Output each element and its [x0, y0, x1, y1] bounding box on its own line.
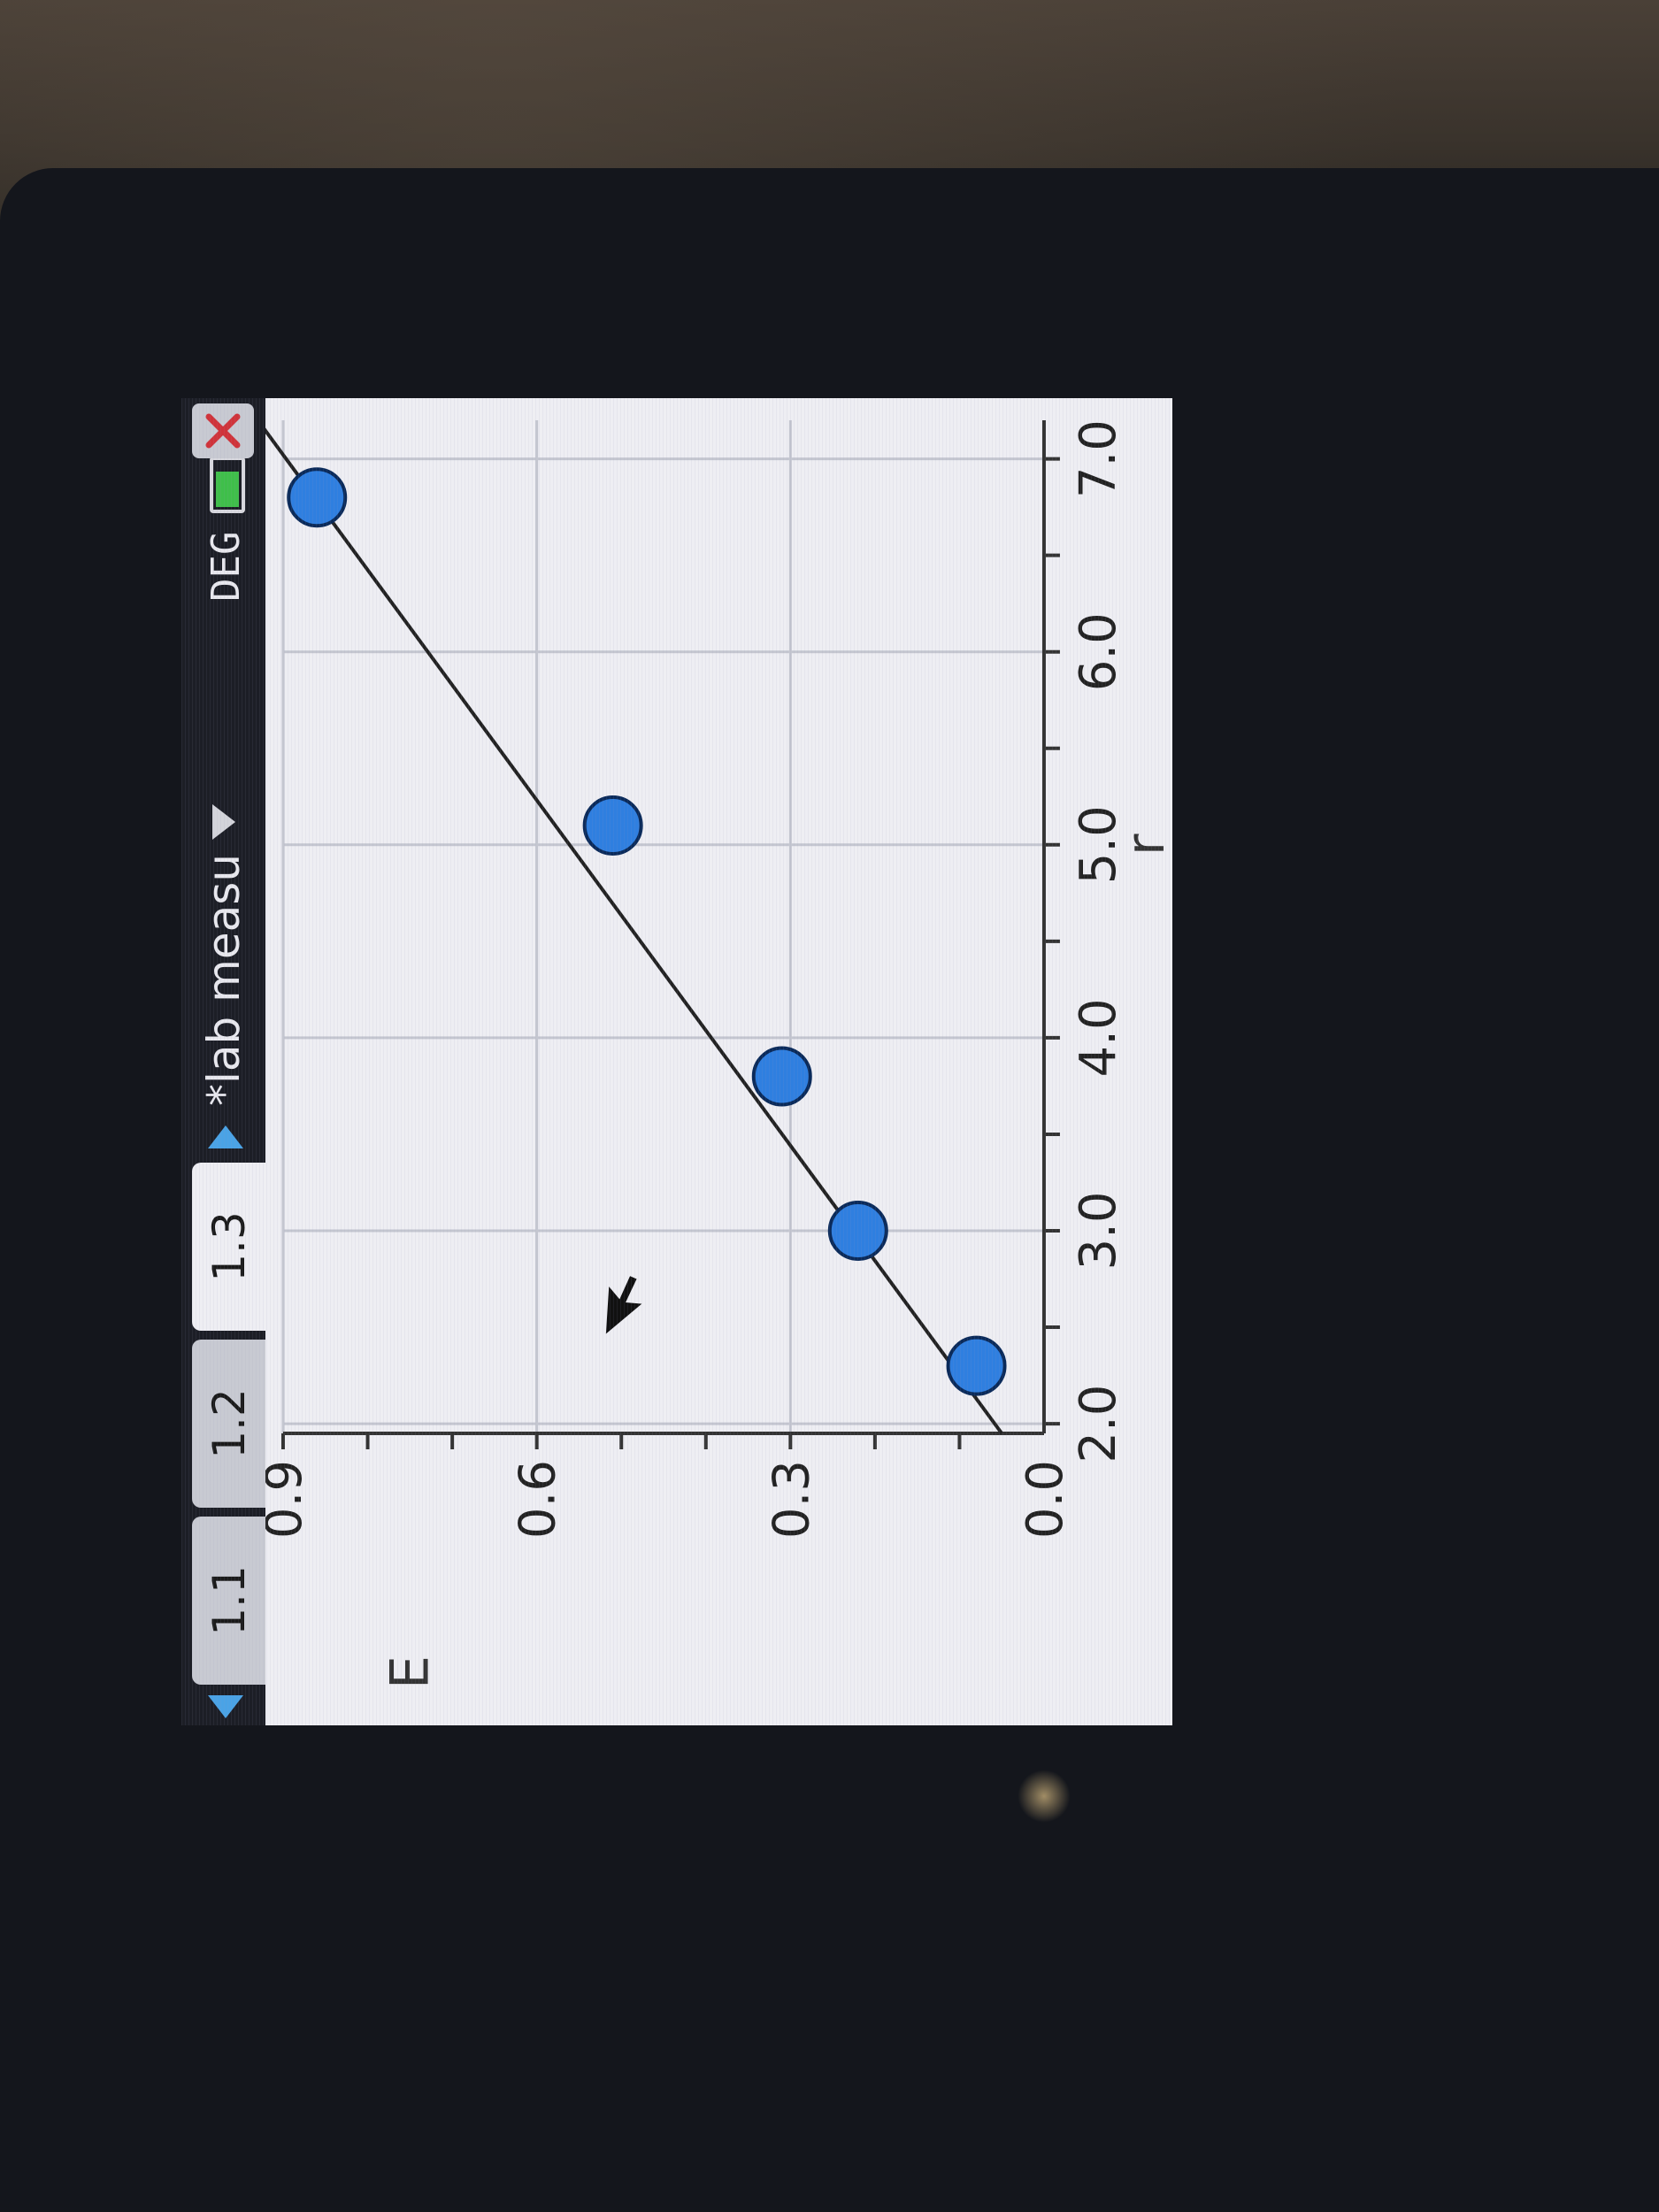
plot-background: [265, 398, 1172, 1725]
y-tick-label: 0.6: [510, 1460, 567, 1539]
y-tick-label: 0.0: [1017, 1460, 1074, 1539]
y-tick-label: 0.3: [763, 1460, 820, 1539]
x-tick-label: 7.0: [1070, 419, 1127, 498]
tab-label: 1.3: [203, 1211, 255, 1282]
document-title-text: *lab measu: [198, 853, 250, 1106]
axes: [281, 420, 1060, 1449]
data-point: [827, 1201, 888, 1261]
data-point: [582, 795, 643, 856]
pointer-cursor-icon: [603, 1272, 649, 1340]
x-tick-label: 2.0: [1070, 1385, 1127, 1463]
grid: [281, 420, 1044, 1433]
data-point: [946, 1335, 1007, 1396]
fit-line: [265, 419, 1003, 1435]
close-button[interactable]: [192, 403, 254, 458]
data-point: [287, 467, 348, 528]
calculator-screen: 1.1 1.2 1.3 *lab measu DEG 2.0 3.0 4.0 5.0 6…: [181, 398, 1172, 1725]
document-title[interactable]: *lab measu: [197, 803, 250, 1106]
data-point: [751, 1046, 812, 1107]
triangle-left-icon[interactable]: [208, 1695, 243, 1718]
scatter-chart[interactable]: 2.0 3.0 4.0 5.0 6.0 7.0 0.0 0.3 0.6 0.9 r E: [265, 398, 1172, 1725]
x-tick-label: 3.0: [1070, 1191, 1127, 1270]
y-axis-label: E: [379, 1655, 441, 1689]
points-group: [287, 467, 1007, 1396]
x-tick-label: 5.0: [1070, 805, 1127, 884]
light-reflection: [1018, 1770, 1071, 1823]
tab-label: 1.2: [203, 1388, 255, 1459]
x-tick-label: 6.0: [1070, 612, 1127, 691]
x-axis-label: r: [1115, 833, 1172, 856]
tab-1-1[interactable]: 1.1: [192, 1517, 265, 1685]
chevron-down-icon: [212, 803, 235, 840]
tab-1-3[interactable]: 1.3: [192, 1163, 265, 1331]
battery-icon: [210, 457, 245, 513]
title-bar: 1.1 1.2 1.3 *lab measu DEG: [181, 398, 265, 1725]
angle-mode: DEG: [203, 531, 249, 602]
tick-labels: 2.0 3.0 4.0 5.0 6.0 7.0 0.0 0.3 0.6 0.9: [265, 419, 1127, 1539]
y-tick-label: 0.9: [265, 1460, 313, 1539]
tab-label: 1.1: [203, 1565, 255, 1636]
fit-line-group: [265, 419, 1003, 1435]
triangle-right-icon[interactable]: [208, 1125, 243, 1148]
x-tick-label: 4.0: [1070, 998, 1127, 1077]
chart-canvas[interactable]: 2.0 3.0 4.0 5.0 6.0 7.0 0.0 0.3 0.6 0.9 r E: [265, 398, 1172, 1725]
tab-1-2[interactable]: 1.2: [192, 1340, 265, 1508]
close-icon: [205, 413, 241, 449]
